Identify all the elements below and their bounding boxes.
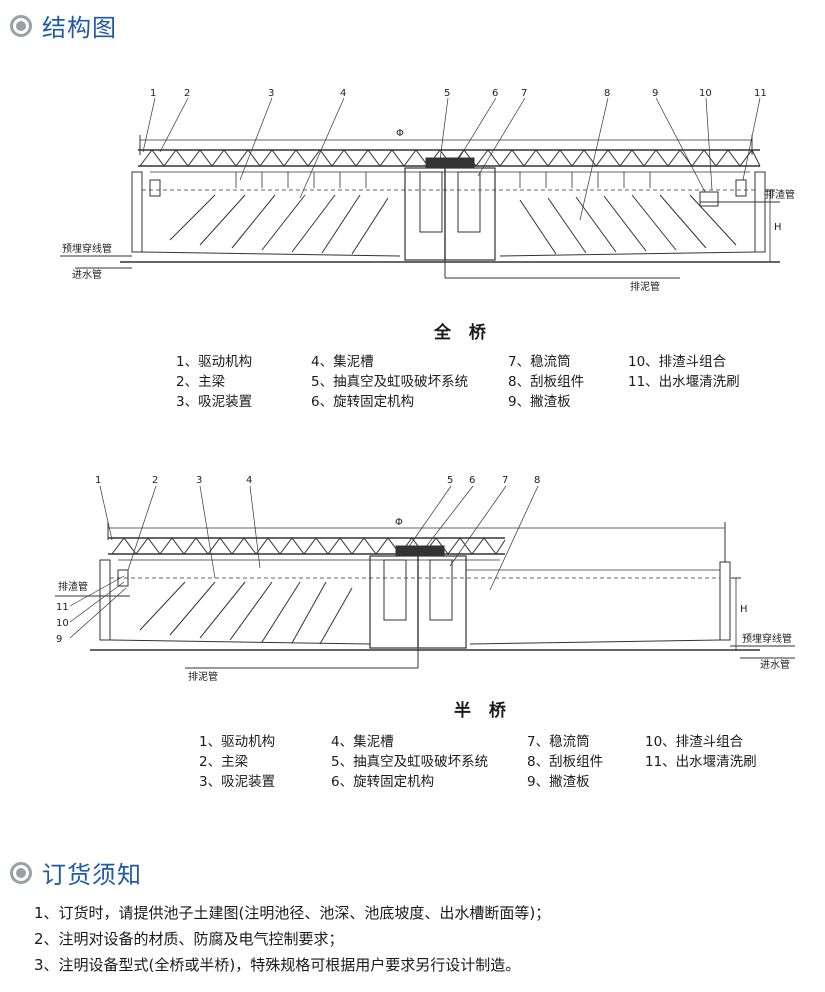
callout-11: 11 bbox=[56, 602, 69, 613]
legend-item: 1、驱动机构 bbox=[176, 354, 253, 370]
note-item: 1、订货时，请提供池子土建图(注明池径、池深、池底坡度、出水槽断面等)； bbox=[34, 904, 551, 922]
legend-item: 3、吸泥装置 bbox=[176, 394, 253, 410]
legend-item: 7、稳流筒 bbox=[527, 734, 590, 750]
callout-2: 2 bbox=[152, 475, 158, 486]
h-label: H bbox=[774, 222, 782, 233]
caption-full-bridge: 全 桥 bbox=[434, 323, 492, 343]
callout-1: 1 bbox=[150, 88, 156, 99]
callout-1: 1 bbox=[95, 475, 101, 486]
callout-10: 10 bbox=[56, 618, 69, 629]
note-item: 2、注明对设备的材质、防腐及电气控制要求； bbox=[34, 930, 344, 948]
callout-3: 3 bbox=[268, 88, 274, 99]
legend-item: 8、刮板组件 bbox=[508, 374, 585, 390]
legend-item: 10、排渣斗组合 bbox=[628, 354, 727, 370]
callout-8: 8 bbox=[604, 88, 610, 99]
note-item: 3、注明设备型式(全桥或半桥)，特殊规格可根据用户要求另行设计制造。 bbox=[34, 956, 521, 974]
callout-9: 9 bbox=[652, 88, 658, 99]
callout-11: 11 bbox=[754, 88, 767, 99]
callout-9: 9 bbox=[56, 634, 62, 645]
conduit-label: 预埋穿线管 bbox=[62, 242, 112, 255]
section-title-structure: 结构图 bbox=[42, 14, 117, 42]
legend-item: 6、旋转固定机构 bbox=[331, 774, 435, 790]
legend-item: 9、撇渣板 bbox=[527, 774, 590, 790]
half-bridge-diagram: 1 2 3 4 5 6 7 8 11 10 9 Φ H 排渣管 预埋穿线管 进水… bbox=[55, 475, 795, 683]
legend-item: 4、集泥槽 bbox=[311, 354, 374, 370]
circle-bullet-icon bbox=[10, 861, 32, 884]
legend-item: 6、旋转固定机构 bbox=[311, 394, 415, 410]
callout-5: 5 bbox=[444, 88, 450, 99]
section-title-ordering: 订货须知 bbox=[42, 861, 142, 889]
callout-4: 4 bbox=[340, 88, 346, 99]
section-heading-ordering: 订货须知 bbox=[10, 855, 142, 890]
legend-item: 2、主梁 bbox=[199, 754, 249, 770]
legend-item: 7、稳流筒 bbox=[508, 354, 571, 370]
inlet-label: 进水管 bbox=[72, 268, 102, 281]
legend-item: 4、集泥槽 bbox=[331, 734, 394, 750]
legend-item: 5、抽真空及虹吸破坏系统 bbox=[311, 374, 469, 390]
conduit-label: 预埋穿线管 bbox=[742, 632, 792, 645]
sludge-label: 排泥管 bbox=[630, 280, 660, 293]
inlet-label: 进水管 bbox=[760, 658, 790, 671]
phi-label: Φ bbox=[396, 128, 404, 139]
legend-item: 11、出水堰清洗刷 bbox=[645, 754, 757, 770]
caption-half-bridge: 半 桥 bbox=[454, 701, 512, 721]
full-bridge-diagram: 1 2 3 4 5 6 7 8 9 10 11 Φ H 排渣管 预埋穿线管 进水… bbox=[60, 88, 795, 293]
callout-7: 7 bbox=[521, 88, 527, 99]
callout-2: 2 bbox=[184, 88, 190, 99]
callout-8: 8 bbox=[534, 475, 540, 486]
callout-3: 3 bbox=[196, 475, 202, 486]
h-label: H bbox=[740, 604, 748, 615]
callout-10: 10 bbox=[699, 88, 712, 99]
sludge-label: 排泥管 bbox=[188, 670, 218, 683]
circle-bullet-icon bbox=[10, 14, 32, 37]
slag-pipe-label: 排渣管 bbox=[58, 580, 88, 593]
section-heading-structure: 结构图 bbox=[10, 8, 117, 43]
legend-item: 2、主梁 bbox=[176, 374, 226, 390]
legend-item: 5、抽真空及虹吸破坏系统 bbox=[331, 754, 489, 770]
ordering-notes: 1、订货时，请提供池子土建图(注明池径、池深、池底坡度、出水槽断面等)； 2、注… bbox=[34, 900, 550, 978]
legend-item: 8、刮板组件 bbox=[527, 754, 604, 770]
callout-6: 6 bbox=[469, 475, 475, 486]
callout-4: 4 bbox=[246, 475, 252, 486]
callout-7: 7 bbox=[502, 475, 508, 486]
legend-item: 10、排渣斗组合 bbox=[645, 734, 744, 750]
slag-pipe-label: 排渣管 bbox=[765, 188, 795, 201]
phi-label: Φ bbox=[395, 517, 403, 528]
callout-5: 5 bbox=[447, 475, 453, 486]
legend-item: 9、撇渣板 bbox=[508, 394, 571, 410]
legend-item: 1、驱动机构 bbox=[199, 734, 276, 750]
callout-6: 6 bbox=[492, 88, 498, 99]
legend-item: 3、吸泥装置 bbox=[199, 774, 276, 790]
legend-item: 11、出水堰清洗刷 bbox=[628, 374, 740, 390]
